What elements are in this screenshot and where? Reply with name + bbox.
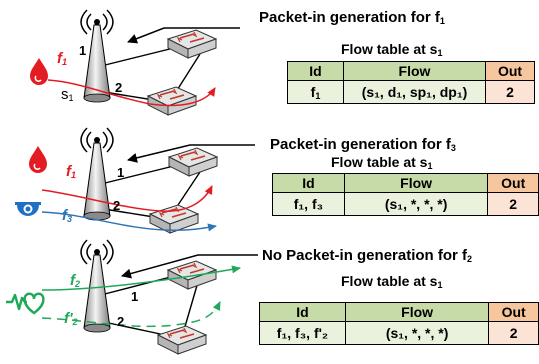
panel-1-network — [29, 9, 240, 116]
cell-id: f₁, f₃, f'₂ — [259, 321, 346, 345]
cell-flow: (s₁, d₁, sp₁, dp₁) — [343, 80, 486, 104]
header-flow: Flow — [343, 61, 486, 81]
panel-3-network — [4, 239, 258, 355]
caption-panel-3: No Packet-in generation for f2 — [262, 247, 473, 264]
cell-id: f₁, f₃ — [272, 192, 345, 216]
header-out: Out — [487, 173, 539, 193]
flow-label-f2-prime: f'2 — [64, 310, 78, 327]
switch-icon — [168, 147, 218, 177]
header-id: Id — [259, 302, 346, 322]
cell-out: 2 — [487, 192, 539, 216]
header-out: Out — [485, 61, 535, 81]
port-label-1: 1 — [117, 165, 125, 180]
caption-panel-2: Packet-in generation for f3 — [270, 136, 456, 153]
flow-table-panel-2: Id Flow Out f₁, f₃ (s₁, *, *, *) 2 — [272, 173, 539, 216]
flow-table-panel-1: Id Flow Out f1 (s₁, d₁, sp₁, dp₁) 2 — [287, 61, 535, 104]
table-row: f₁, f₃, f'₂ (s₁, *, *, *) 2 — [259, 321, 539, 345]
table-title-panel-1: Flow table at s1 — [341, 41, 443, 58]
header-flow: Flow — [344, 302, 490, 322]
caption-panel-1: Packet-in generation for f1 — [259, 9, 445, 26]
security-camera-icon — [15, 202, 41, 216]
heartbeat-icon — [4, 292, 45, 315]
cell-out: 2 — [488, 321, 539, 345]
switch-icon — [167, 29, 217, 59]
blood-drop-icon — [28, 145, 48, 174]
flow-label-f2: f2 — [70, 272, 81, 289]
flow-table-panel-3: Id Flow Out f₁, f₃, f'₂ (s₁, *, *, *) 2 — [259, 302, 539, 345]
flow-label-f1: f1 — [57, 50, 68, 67]
table-title-panel-3: Flow table at s1 — [341, 273, 443, 290]
table-title-panel-2: Flow table at s1 — [331, 154, 433, 171]
flow-label-f1: f1 — [66, 163, 77, 180]
switch-icon — [147, 86, 197, 116]
flow-label-f3: f3 — [62, 207, 73, 224]
table-row: f₁, f₃ (s₁, *, *, *) 2 — [272, 192, 539, 216]
panel-2-network — [15, 127, 255, 234]
antenna-tower-icon — [80, 127, 114, 221]
port-label-1: 1 — [79, 43, 87, 58]
cell-flow: (s₁, *, *, *) — [343, 192, 489, 216]
header-id: Id — [287, 61, 344, 81]
cell-id: f1 — [287, 80, 344, 104]
switch-icon — [157, 325, 207, 355]
table-row: f1 (s₁, d₁, sp₁, dp₁) 2 — [287, 80, 535, 104]
cell-flow: (s₁, *, *, *) — [344, 321, 490, 345]
port-label-2: 2 — [113, 198, 121, 213]
port-label-2: 2 — [115, 80, 123, 95]
header-out: Out — [488, 302, 539, 322]
port-label-1: 1 — [131, 289, 139, 304]
blood-drop-icon — [29, 57, 49, 86]
port-label-2: 2 — [117, 314, 125, 329]
header-flow: Flow — [343, 173, 489, 193]
switch-icon — [167, 260, 217, 290]
header-id: Id — [272, 173, 345, 193]
cell-out: 2 — [485, 80, 535, 104]
switch-label-s1: s1 — [61, 86, 74, 103]
